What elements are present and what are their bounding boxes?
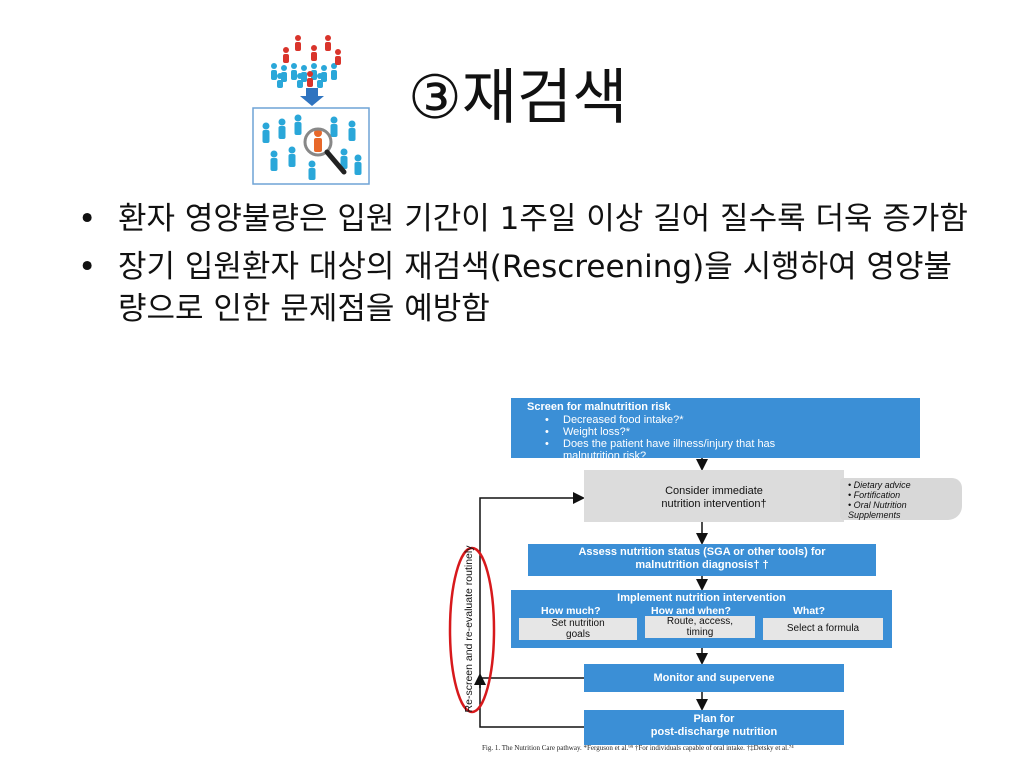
consider-line2: nutrition intervention†: [661, 498, 767, 510]
highlight-oval: [448, 546, 496, 714]
bullet-dot: •: [78, 201, 97, 237]
plan-box: Plan for post-discharge nutrition: [584, 710, 844, 745]
crowd-icon: [271, 35, 341, 88]
screen-item: Does the patient have illness/injury tha…: [525, 438, 775, 450]
implement-heading: Implement nutrition intervention: [617, 592, 786, 604]
option-formula: Select a formula: [763, 618, 883, 640]
bullet-list: • 환자 영양불량은 입원 기간이 1주일 이상 길어 질수록 더욱 증가함 •…: [76, 198, 976, 336]
slide-title: ③재검색: [408, 63, 628, 133]
option-text: timing: [686, 627, 714, 638]
option-text: Select a formula: [786, 623, 860, 634]
side-note-item: Oral Nutrition: [848, 500, 962, 510]
plan-line2: post-discharge nutrition: [650, 726, 778, 738]
assess-line2: malnutrition diagnosis† †: [635, 559, 769, 571]
screen-list: Decreased food intake?* Weight loss?* Do…: [525, 414, 775, 462]
side-note-item: Dietary advice: [848, 480, 962, 490]
implement-box: Implement nutrition intervention How muc…: [511, 590, 892, 648]
crowd-search-icon: [252, 30, 370, 186]
screen-heading: Screen for malnutrition risk: [527, 401, 671, 413]
bullet-item: • 장기 입원환자 대상의 재검색(Rescreening)을 시행하여 영양불…: [76, 246, 976, 330]
option-text: Route, access,: [666, 616, 734, 627]
question-how-much: How much?: [541, 605, 601, 617]
nutrition-care-pathway-figure: Re-screen and re-evaluate routinely Scre…: [440, 394, 980, 764]
bullet-item: • 환자 영양불량은 입원 기간이 1주일 이상 길어 질수록 더욱 증가함: [76, 198, 976, 240]
side-note-item: Fortification: [848, 490, 962, 500]
magnifier-icon: [303, 127, 347, 175]
monitor-box: Monitor and supervene: [584, 664, 844, 692]
option-text: Set nutrition: [551, 618, 605, 629]
consider-line1: Consider immediate: [665, 485, 763, 497]
loop-label-text: Re-screen and re-evaluate routinely: [463, 545, 475, 713]
bullet-text: 환자 영양불량은 입원 기간이 1주일 이상 길어 질수록 더욱 증가함: [118, 201, 968, 237]
figure-caption: Fig. 1. The Nutrition Care pathway. *Fer…: [482, 744, 794, 752]
flow-connectors: [448, 458, 849, 728]
side-note-box: Dietary advice Fortification Oral Nutrit…: [840, 478, 962, 520]
side-note-item-continued: Supplements: [848, 510, 901, 520]
option-route: Route, access, timing: [645, 616, 755, 638]
screen-item: Weight loss?*: [525, 426, 775, 438]
down-arrow-icon: [300, 88, 324, 106]
implement-questions: How much? How and when? What?: [511, 605, 892, 617]
question-how-and-when: How and when?: [651, 605, 731, 617]
assess-box: Assess nutrition status (SGA or other to…: [528, 544, 876, 576]
consider-box: Consider immediate nutrition interventio…: [584, 470, 844, 522]
question-what: What?: [793, 605, 826, 617]
option-set-goals: Set nutrition goals: [519, 618, 637, 640]
option-text: goals: [566, 629, 590, 640]
loop-label: Re-screen and re-evaluate routinely: [454, 544, 484, 714]
plan-line1: Plan for: [693, 713, 735, 725]
assess-line1: Assess nutrition status (SGA or other to…: [578, 546, 826, 558]
screen-box: Screen for malnutrition risk Decreased f…: [511, 398, 920, 462]
screen-item: Decreased food intake?*: [525, 414, 775, 426]
screen-item-continued: malnutrition risk?: [563, 450, 647, 462]
bullet-dot: •: [78, 249, 97, 285]
loop-line-from-plan: [479, 492, 585, 728]
bullet-text: 장기 입원환자 대상의 재검색(Rescreening)을 시행하여 영양불량으…: [118, 249, 953, 327]
